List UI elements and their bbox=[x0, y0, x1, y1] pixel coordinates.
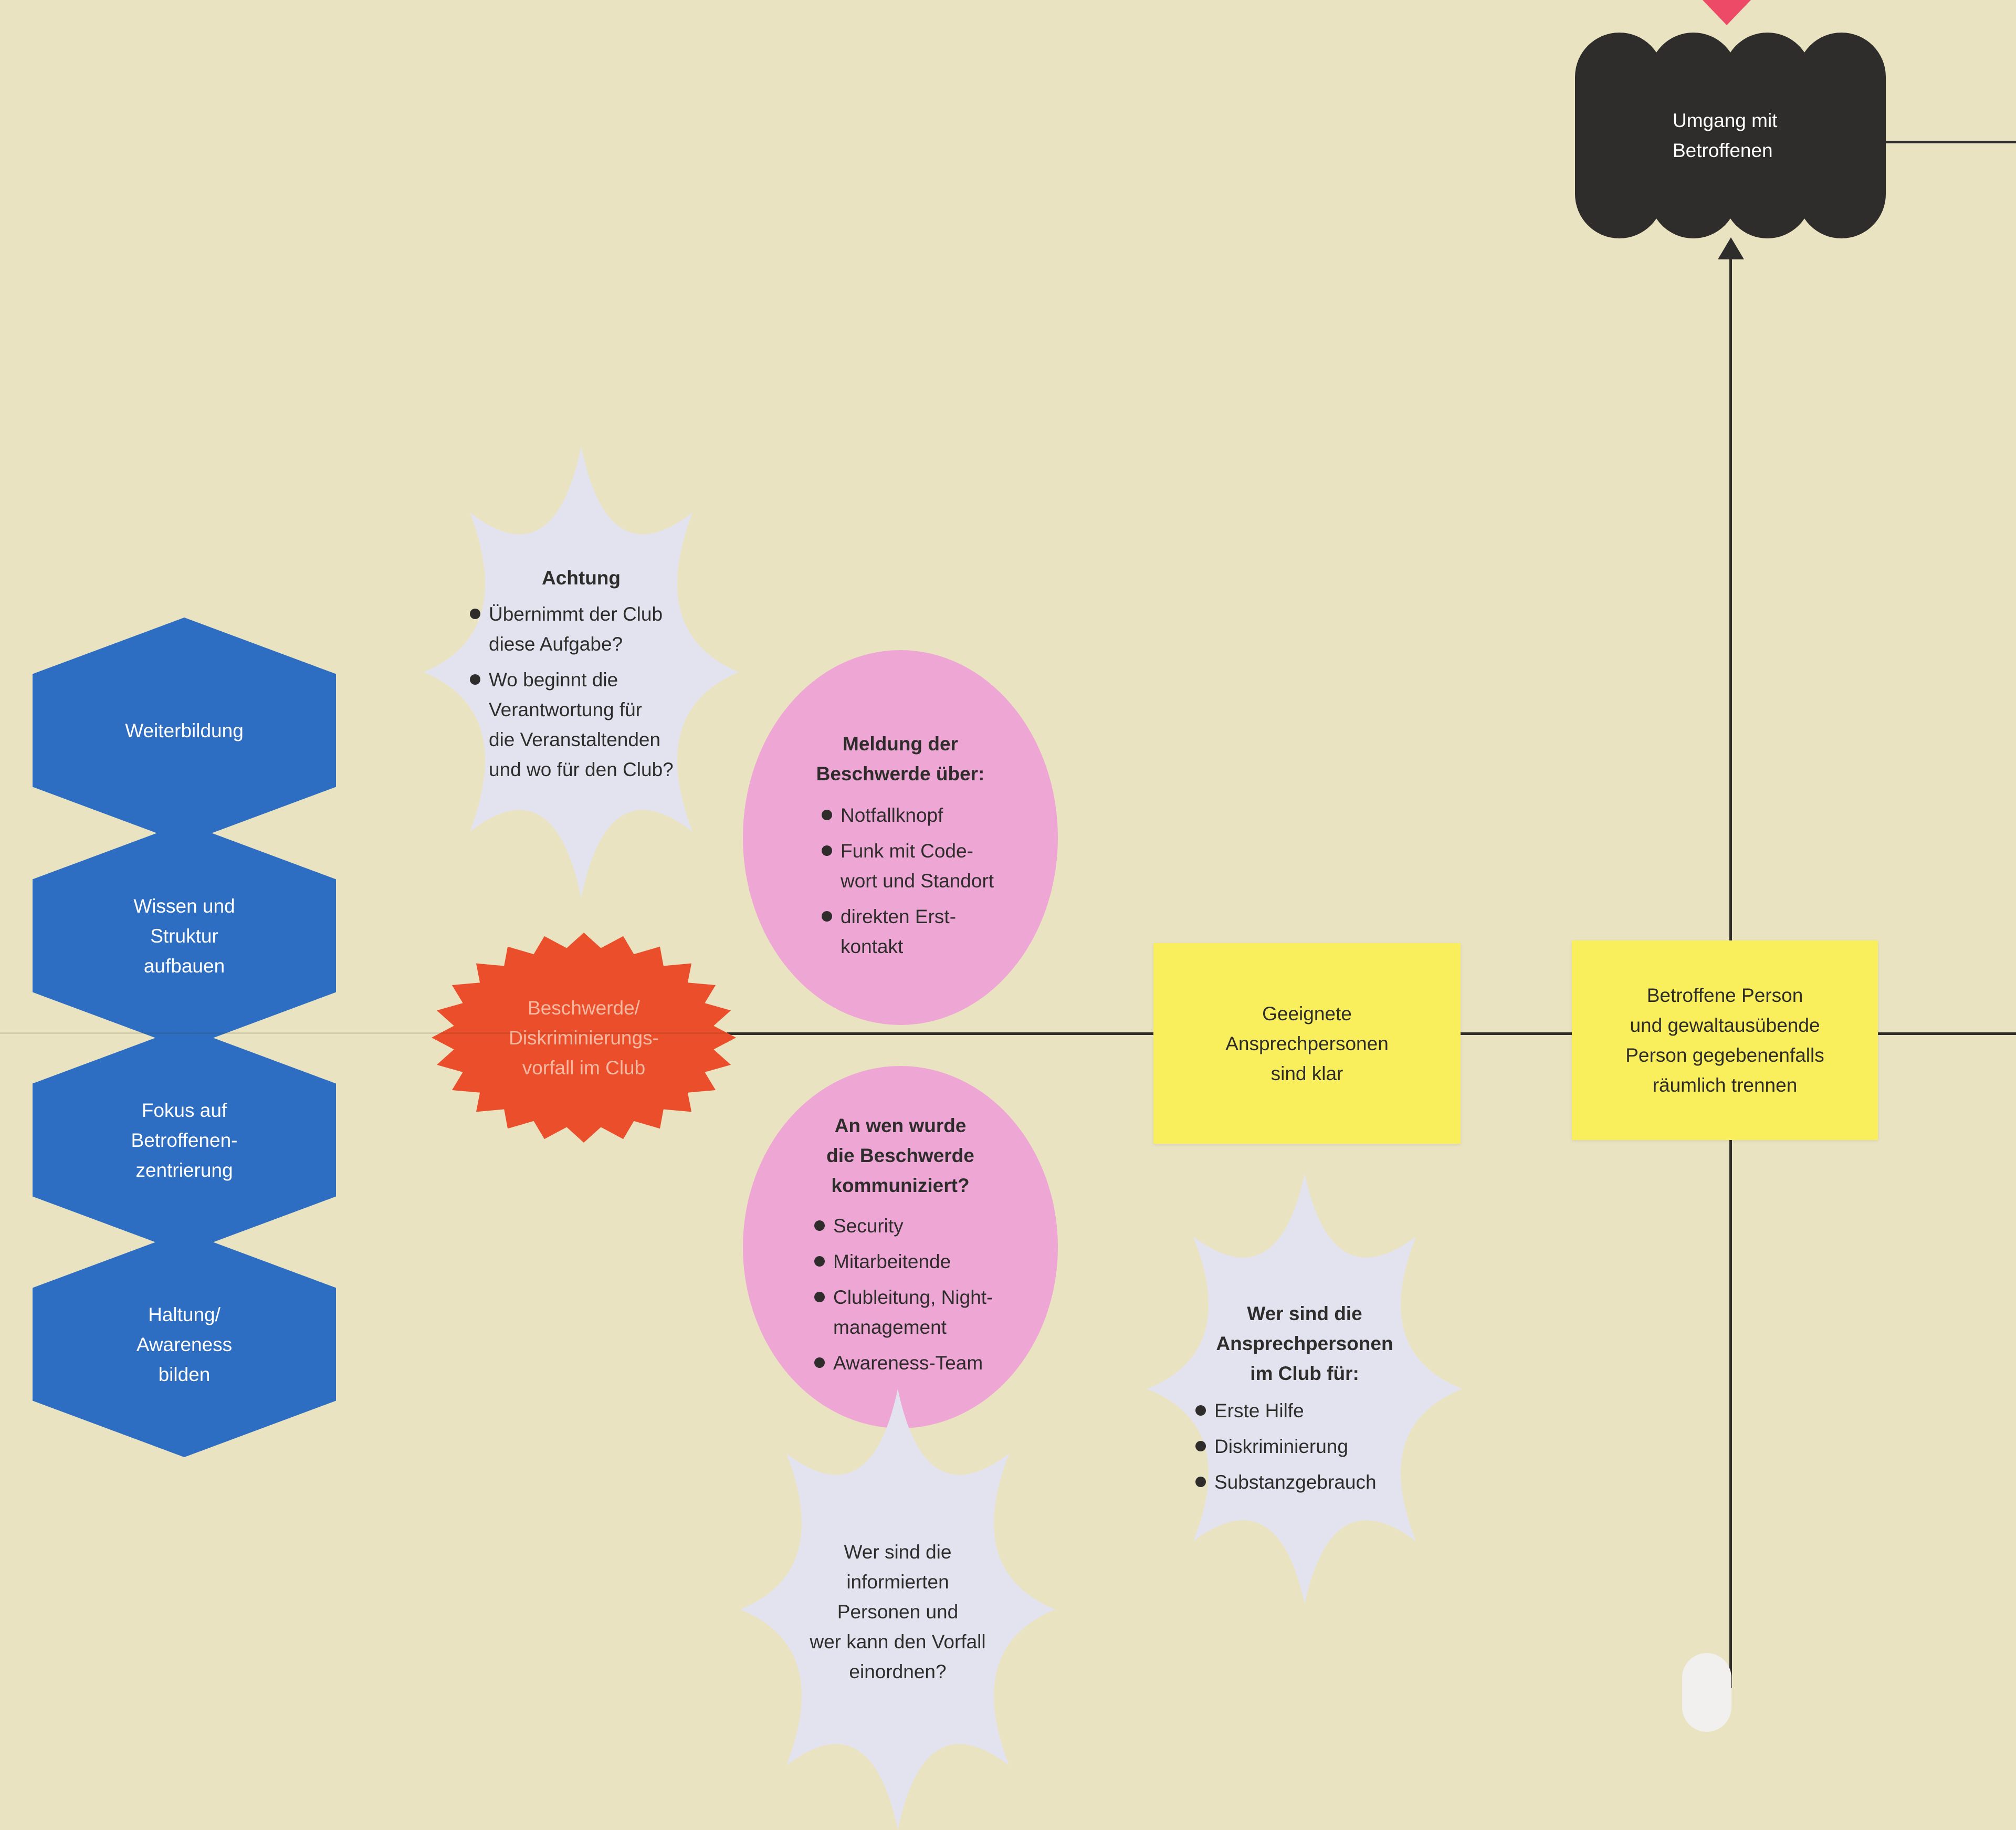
cloud-lobe-icon bbox=[1797, 33, 1886, 238]
starburst-beschwerde-vorfall: Beschwerde/ Diskriminierungs- vorfall im… bbox=[432, 933, 736, 1143]
note-geeignete-ansprechpersonen: Geeignete Ansprechpersonen sind klar bbox=[1153, 943, 1461, 1144]
list-item-text: Clubleitung, Night- management bbox=[833, 1287, 993, 1338]
pink-arrowhead-down-icon bbox=[1703, 0, 1751, 25]
list-item: Awareness-Team bbox=[814, 1348, 1047, 1378]
hexagon-label: Weiterbildung bbox=[125, 719, 244, 741]
ellipse-meldung-beschwerde: Meldung der Beschwerde über: Notfallknop… bbox=[743, 650, 1058, 1025]
star-title: Achtung bbox=[541, 567, 621, 589]
list-item: Übernimmt der Club diese Aufgabe? bbox=[470, 599, 712, 659]
partial-shape-bottom bbox=[1682, 1653, 1731, 1732]
bullet-icon bbox=[822, 845, 832, 856]
hexagon-label: Haltung/ Awareness bilden bbox=[136, 1303, 233, 1385]
hexagon-label: Fokus auf Betroffenen- zentrierung bbox=[131, 1099, 238, 1181]
ellipse-title: Meldung der Beschwerde über: bbox=[816, 733, 985, 785]
arrowhead-up-icon bbox=[1718, 237, 1744, 259]
bullet-icon bbox=[822, 911, 832, 922]
list-item-text: Diskriminierung bbox=[1214, 1436, 1348, 1457]
bullet-icon bbox=[814, 1256, 825, 1267]
star-achtung: Achtung Übernimmt der Club diese Aufgabe… bbox=[424, 446, 739, 898]
list-item: Erste Hilfe bbox=[1195, 1396, 1441, 1426]
bullet-icon bbox=[1195, 1441, 1206, 1451]
bullet-icon bbox=[470, 674, 480, 685]
list-item-text: Mitarbeitende bbox=[833, 1251, 951, 1272]
list-item-text: Awareness-Team bbox=[833, 1352, 983, 1374]
star-text: Wer sind die informierten Personen und w… bbox=[810, 1541, 986, 1682]
list-item: direkten Erst- kontakt bbox=[822, 902, 1042, 961]
star-title: Wer sind die Ansprechpersonen im Club fü… bbox=[1216, 1303, 1393, 1384]
cloud-lobe-icon bbox=[1649, 33, 1738, 238]
bullet-icon bbox=[822, 810, 832, 820]
bullet-icon bbox=[1195, 1405, 1206, 1416]
ellipse-title: An wen wurde die Beschwerde kommuniziert… bbox=[826, 1115, 974, 1196]
list-item: Substanzgebrauch bbox=[1195, 1467, 1441, 1497]
hexagon-wissen-struktur: Wissen und Struktur aufbauen bbox=[33, 823, 336, 1049]
bullet-icon bbox=[814, 1357, 825, 1368]
hexagon-label: Wissen und Struktur aufbauen bbox=[133, 895, 235, 977]
list-item-text: Security bbox=[833, 1215, 904, 1237]
bullet-icon bbox=[1195, 1477, 1206, 1487]
list-item: Mitarbeitende bbox=[814, 1247, 1047, 1277]
starburst-label: Beschwerde/ Diskriminierungs- vorfall im… bbox=[509, 997, 659, 1079]
list-item: Clubleitung, Night- management bbox=[814, 1282, 1047, 1342]
flow-line-top-right bbox=[1884, 141, 2016, 143]
list-item-text: Notfallknopf bbox=[841, 804, 943, 826]
list-item-text: Übernimmt der Club diese Aufgabe? bbox=[489, 603, 663, 655]
paper-crease bbox=[0, 1032, 730, 1034]
star-ansprechpersonen: Wer sind die Ansprechpersonen im Club fü… bbox=[1147, 1174, 1462, 1604]
list-item-text: Funk mit Code- wort und Standort bbox=[841, 840, 994, 892]
cloud-umgang-mit-betroffenen: Umgang mit Betroffenen bbox=[1575, 33, 1886, 238]
note-text: Geeignete Ansprechpersonen sind klar bbox=[1225, 1002, 1389, 1084]
bullet-icon bbox=[814, 1220, 825, 1231]
list-item: Diskriminierung bbox=[1195, 1431, 1441, 1461]
bullet-icon bbox=[470, 609, 480, 619]
hexagon-fokus-betroffenenzentrierung: Fokus auf Betroffenen- zentrierung bbox=[33, 1027, 336, 1253]
ellipse-beschwerde-kommuniziert: An wen wurde die Beschwerde kommuniziert… bbox=[743, 1066, 1058, 1428]
hexagon-haltung-awareness: Haltung/ Awareness bilden bbox=[33, 1231, 336, 1457]
cloud-label: Umgang mit Betroffenen bbox=[1673, 110, 1778, 161]
list-item: Funk mit Code- wort und Standort bbox=[822, 836, 1042, 896]
cloud-lobe-icon bbox=[1575, 33, 1664, 238]
note-raeumlich-trennen: Betroffene Person und gewaltausübende Pe… bbox=[1572, 940, 1878, 1140]
hexagon-weiterbildung: Weiterbildung bbox=[33, 618, 336, 843]
list-item-text: Erste Hilfe bbox=[1214, 1400, 1304, 1421]
list-item: Wo beginnt die Verantwortung für die Ver… bbox=[470, 665, 712, 785]
list-item: Security bbox=[814, 1211, 1047, 1241]
list-item: Notfallknopf bbox=[822, 800, 1042, 830]
list-item-text: direkten Erst- kontakt bbox=[841, 906, 957, 957]
list-item-text: Substanzgebrauch bbox=[1214, 1471, 1377, 1493]
note-text: Betroffene Person und gewaltausübende Pe… bbox=[1625, 985, 1824, 1096]
list-item-text: Wo beginnt die Verantwortung für die Ver… bbox=[489, 669, 674, 780]
cloud-lobe-icon bbox=[1723, 33, 1812, 238]
star-informierte-personen: Wer sind die informierten Personen und w… bbox=[740, 1389, 1055, 1830]
bullet-icon bbox=[814, 1292, 825, 1302]
